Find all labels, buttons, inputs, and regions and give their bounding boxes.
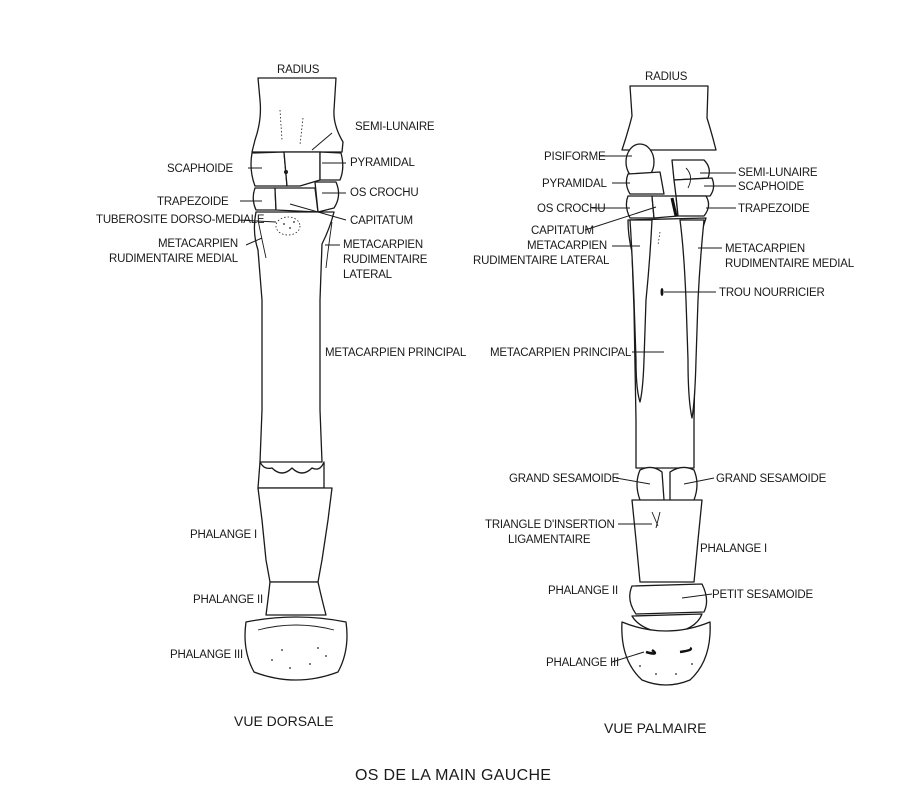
dorsal-view xyxy=(237,77,348,681)
palmar-label-metacarpien-lateral-2: RUDIMENTAIRE LATERAL xyxy=(473,255,610,267)
dorsal-phalange-3 xyxy=(244,616,348,681)
dorsal-label-metacarpien-medial-1: METACARPIEN xyxy=(158,238,238,250)
palmar-label-metacarpien-medial-2: RUDIMENTAIRE MEDIAL xyxy=(725,258,855,270)
dorsal-label-metacarpien-principal: METACARPIEN PRINCIPAL xyxy=(325,347,467,359)
palmar-trapezoide xyxy=(675,195,710,217)
palmar-label-grand-sesamoide-right: GRAND SESAMOIDE xyxy=(716,473,827,485)
palmar-label-phalange-3: PHALANGE III xyxy=(546,657,619,669)
dorsal-label-metacarpien-lateral-3: LATERAL xyxy=(343,269,393,281)
dorsal-phalange-2 xyxy=(265,581,327,616)
dorsal-label-scaphoide: SCAPHOIDE xyxy=(167,163,233,175)
palmar-metacarpien-rudimentaire-lateral xyxy=(629,219,653,403)
dorsal-metacarpien-principal xyxy=(253,211,335,463)
dorsal-label-capitatum: CAPITATUM xyxy=(350,215,413,227)
palmar-pyramidal xyxy=(625,171,665,195)
palmar-scaphoide xyxy=(673,177,715,197)
palmar-label-radius: RADIUS xyxy=(645,71,688,83)
dorsal-phalange-1 xyxy=(257,487,333,583)
palmar-label-metacarpien-principal: METACARPIEN PRINCIPAL xyxy=(490,347,632,359)
palmar-os-crochu xyxy=(625,195,655,219)
dorsal-scaphoide xyxy=(250,151,288,187)
dorsal-semi-lunaire xyxy=(283,151,321,187)
palmar-label-grand-sesamoide-left: GRAND SESAMOIDE xyxy=(509,473,620,485)
dorsal-radius xyxy=(251,77,344,153)
dorsal-label-phalange-3: PHALANGE III xyxy=(170,649,243,661)
dorsal-label-os-crochu: OS CROCHU xyxy=(350,187,418,199)
dorsal-label-pyramidal: PYRAMIDAL xyxy=(350,157,415,169)
palmar-label-triangle-2: LIGAMENTAIRE xyxy=(508,534,591,546)
dorsal-label-trapezoide: TRAPEZOIDE xyxy=(157,196,229,208)
palmar-phalange-1 xyxy=(631,499,703,583)
palmar-label-trou-nourricier: TROU NOURRICIER xyxy=(719,287,825,299)
dorsal-label-phalange-1: PHALANGE I xyxy=(190,529,257,541)
dorsal-os-crochu xyxy=(314,181,340,213)
figure-title: OS DE LA MAIN GAUCHE xyxy=(355,767,551,784)
dorsal-label-phalange-2: PHALANGE II xyxy=(193,594,263,606)
palmar-label-phalange-1: PHALANGE I xyxy=(700,543,767,555)
palmar-view xyxy=(584,85,736,686)
dorsal-capitatum xyxy=(274,187,319,213)
palmar-label-pisiforme: PISIFORME xyxy=(544,151,606,163)
palmar-label-scaphoide: SCAPHOIDE xyxy=(738,181,804,193)
dorsal-label-tuberosite: TUBEROSITE DORSO-MEDIALE xyxy=(96,214,265,226)
palmar-phalange-2 xyxy=(629,583,708,615)
palmar-phalange-3 xyxy=(621,621,711,686)
palmar-label-trapezoide: TRAPEZOIDE xyxy=(738,203,810,215)
dorsal-label-radius: RADIUS xyxy=(277,64,320,76)
palmar-label-triangle-1: TRIANGLE D'INSERTION xyxy=(485,519,615,531)
dorsal-label-metacarpien-lateral-1: METACARPIEN xyxy=(343,239,423,251)
palmar-label-pyramidal: PYRAMIDAL xyxy=(542,178,607,190)
palmar-label-semi-lunaire: SEMI-LUNAIRE xyxy=(738,167,818,179)
palmar-radius xyxy=(621,85,717,151)
palmar-label-petit-sesamoide: PETIT SESAMOIDE xyxy=(712,589,813,601)
dorsal-trapezoide xyxy=(252,187,277,211)
dorsal-label-metacarpien-medial-2: RUDIMENTAIRE MEDIAL xyxy=(109,253,239,265)
palmar-label-capitatum: CAPITATUM xyxy=(531,225,594,237)
palmar-metacarpien-rudimentaire-medial xyxy=(679,219,705,419)
dorsal-caption: VUE DORSALE xyxy=(234,713,334,729)
dorsal-label-metacarpien-lateral-2: RUDIMENTAIRE xyxy=(343,254,428,266)
palmar-label-metacarpien-lateral-1: METACARPIEN xyxy=(527,240,607,252)
palmar-label-metacarpien-medial-1: METACARPIEN xyxy=(725,243,805,255)
palmar-label-os-crochu: OS CROCHU xyxy=(537,203,605,215)
palmar-label-phalange-2: PHALANGE II xyxy=(548,585,618,597)
dorsal-label-semi-lunaire: SEMI-LUNAIRE xyxy=(355,121,435,133)
dorsal-pyramidal xyxy=(319,151,344,181)
palmar-caption: VUE PALMAIRE xyxy=(604,720,706,736)
